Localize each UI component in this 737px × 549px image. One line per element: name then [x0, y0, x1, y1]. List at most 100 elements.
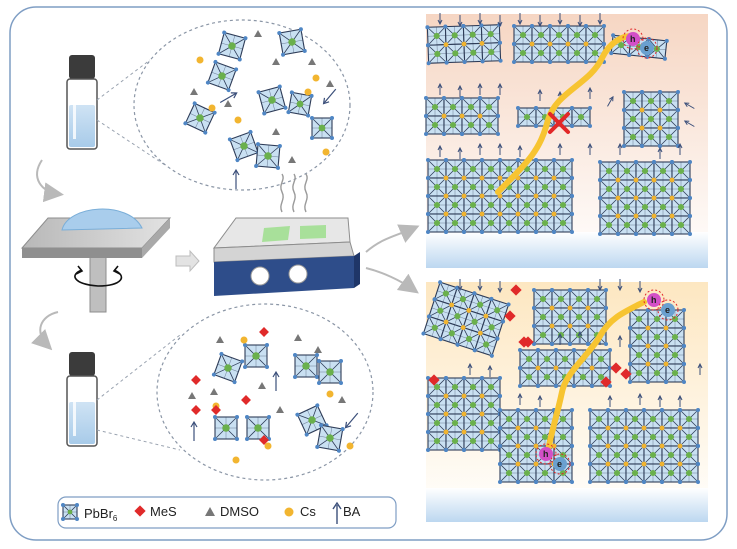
cs-ion-icon — [663, 325, 669, 331]
electron-label: e — [644, 43, 649, 53]
cs-ion-icon — [449, 302, 455, 308]
cs-ion-icon — [663, 343, 669, 349]
ba-arrow-icon — [637, 281, 643, 294]
dmso-icon — [294, 334, 302, 341]
cs-ion-icon — [547, 41, 553, 47]
cs-ion-icon — [479, 211, 485, 217]
legend-pbbr6: PbBr6 — [84, 506, 118, 523]
cs-ion-icon — [565, 41, 571, 47]
cs-ion-icon — [645, 325, 651, 331]
cs-ion-icon — [479, 411, 485, 417]
ba-arrow-icon — [457, 84, 463, 97]
ba-arrow-icon — [587, 142, 593, 155]
pbbr6-octahedron-icon — [479, 40, 503, 64]
pbbr6-octahedron-icon — [245, 415, 271, 441]
pbbr6-octahedron-icon — [205, 59, 239, 93]
grain-layer — [421, 22, 700, 484]
mes-icon — [610, 362, 622, 374]
cs-ion-icon — [535, 365, 541, 371]
cs-ion-icon — [461, 393, 467, 399]
cs-ion-icon — [567, 305, 573, 311]
cs-ion-icon — [461, 175, 467, 181]
heat-waves-icon — [280, 173, 308, 213]
cs-ion-icon — [677, 461, 683, 467]
ba-arrow-icon — [487, 364, 493, 377]
ba-arrow-icon — [497, 142, 503, 155]
cs-ion-icon — [615, 195, 621, 201]
electron-label: e — [557, 459, 562, 469]
dmso-icon — [258, 382, 266, 389]
curved-arrow-icon — [365, 267, 419, 294]
vial-icon — [66, 352, 98, 447]
cs-icon — [264, 442, 272, 450]
hole-label: h — [651, 295, 657, 305]
pbbr6-octahedron-icon — [670, 214, 692, 236]
crystal-grain — [498, 408, 574, 484]
pbbr6-octahedron-icon — [211, 351, 245, 385]
ba-arrow-icon — [677, 394, 683, 407]
cs-ion-icon — [443, 42, 449, 48]
zoom-lines — [96, 59, 181, 451]
spin-coater-icon — [20, 208, 172, 313]
dmso-icon — [314, 346, 322, 353]
pbbr6-octahedron-icon — [462, 41, 485, 64]
cs-icon — [312, 74, 320, 82]
pbbr6-octahedron-icon — [293, 353, 319, 379]
cs-ion-icon — [567, 323, 573, 329]
hole-icon — [647, 293, 661, 307]
ba-arrow-icon — [457, 15, 463, 28]
carrier-pair-bottom-right: h e — [643, 289, 679, 321]
cs-ion-icon — [533, 425, 539, 431]
pbbr6-octahedron-icon — [660, 462, 682, 484]
cs-ion-icon — [585, 323, 591, 329]
dmso-icon — [276, 406, 284, 413]
mes-icon — [241, 395, 251, 405]
cs-ion-icon — [669, 213, 675, 219]
cs-ion-icon — [639, 107, 645, 113]
dmso-icon — [272, 58, 280, 65]
curved-arrow-icon — [31, 311, 59, 351]
cs-ion-icon — [479, 429, 485, 435]
cs-ion-icon — [461, 41, 467, 47]
cs-icon — [322, 148, 330, 156]
pbbr6-octahedron-icon — [678, 462, 700, 484]
cs-ion-icon — [659, 425, 665, 431]
cs-ion-icon — [651, 177, 657, 183]
pbbr6-octahedron-icon — [678, 444, 700, 466]
cs-ion-icon — [443, 429, 449, 435]
legend: PbBr6 MeS DMSO Cs BA — [57, 496, 397, 529]
pbbr6-octahedron-icon — [534, 158, 556, 180]
precursor-top-content — [183, 27, 337, 189]
pbbr6-octahedron-icon — [443, 24, 466, 47]
ba-arrow-icon — [219, 92, 238, 104]
pbbr6-octahedron-icon — [516, 106, 538, 128]
ba-arrow-icon — [577, 330, 583, 343]
precursor-bottom-content — [188, 327, 359, 464]
mes-icon — [518, 336, 530, 348]
cs-ion-icon — [551, 193, 557, 199]
cs-ion-icon — [515, 425, 521, 431]
hot-plate-icon — [212, 217, 360, 296]
pbbr6-octahedron-icon — [550, 288, 572, 310]
cs-ion-icon — [633, 177, 639, 183]
pbbr6-octahedron-icon — [317, 359, 343, 385]
cs-ion-icon — [443, 175, 449, 181]
cs-ion-icon — [533, 211, 539, 217]
cs-ion-icon — [615, 213, 621, 219]
ba-arrow-icon — [683, 102, 695, 109]
cs-icon — [284, 507, 294, 517]
ba-arrow-icon — [272, 370, 280, 391]
ba-arrow-icon — [607, 394, 613, 407]
cs-ion-icon — [441, 113, 447, 119]
ba-arrow-icon — [517, 13, 523, 26]
ba-arrow-icon — [467, 362, 473, 375]
pbbr6-octahedron-icon — [478, 114, 500, 136]
crystal-grain — [532, 288, 608, 346]
legend-cs: Cs — [300, 504, 316, 519]
ba-arrow-icon — [477, 279, 483, 292]
cs-ion-icon — [461, 429, 467, 435]
pbbr6-octahedron-icon — [498, 212, 520, 234]
crystal-grain — [628, 308, 686, 384]
crystal-grain — [425, 22, 503, 66]
carrier-path-top — [495, 33, 635, 195]
